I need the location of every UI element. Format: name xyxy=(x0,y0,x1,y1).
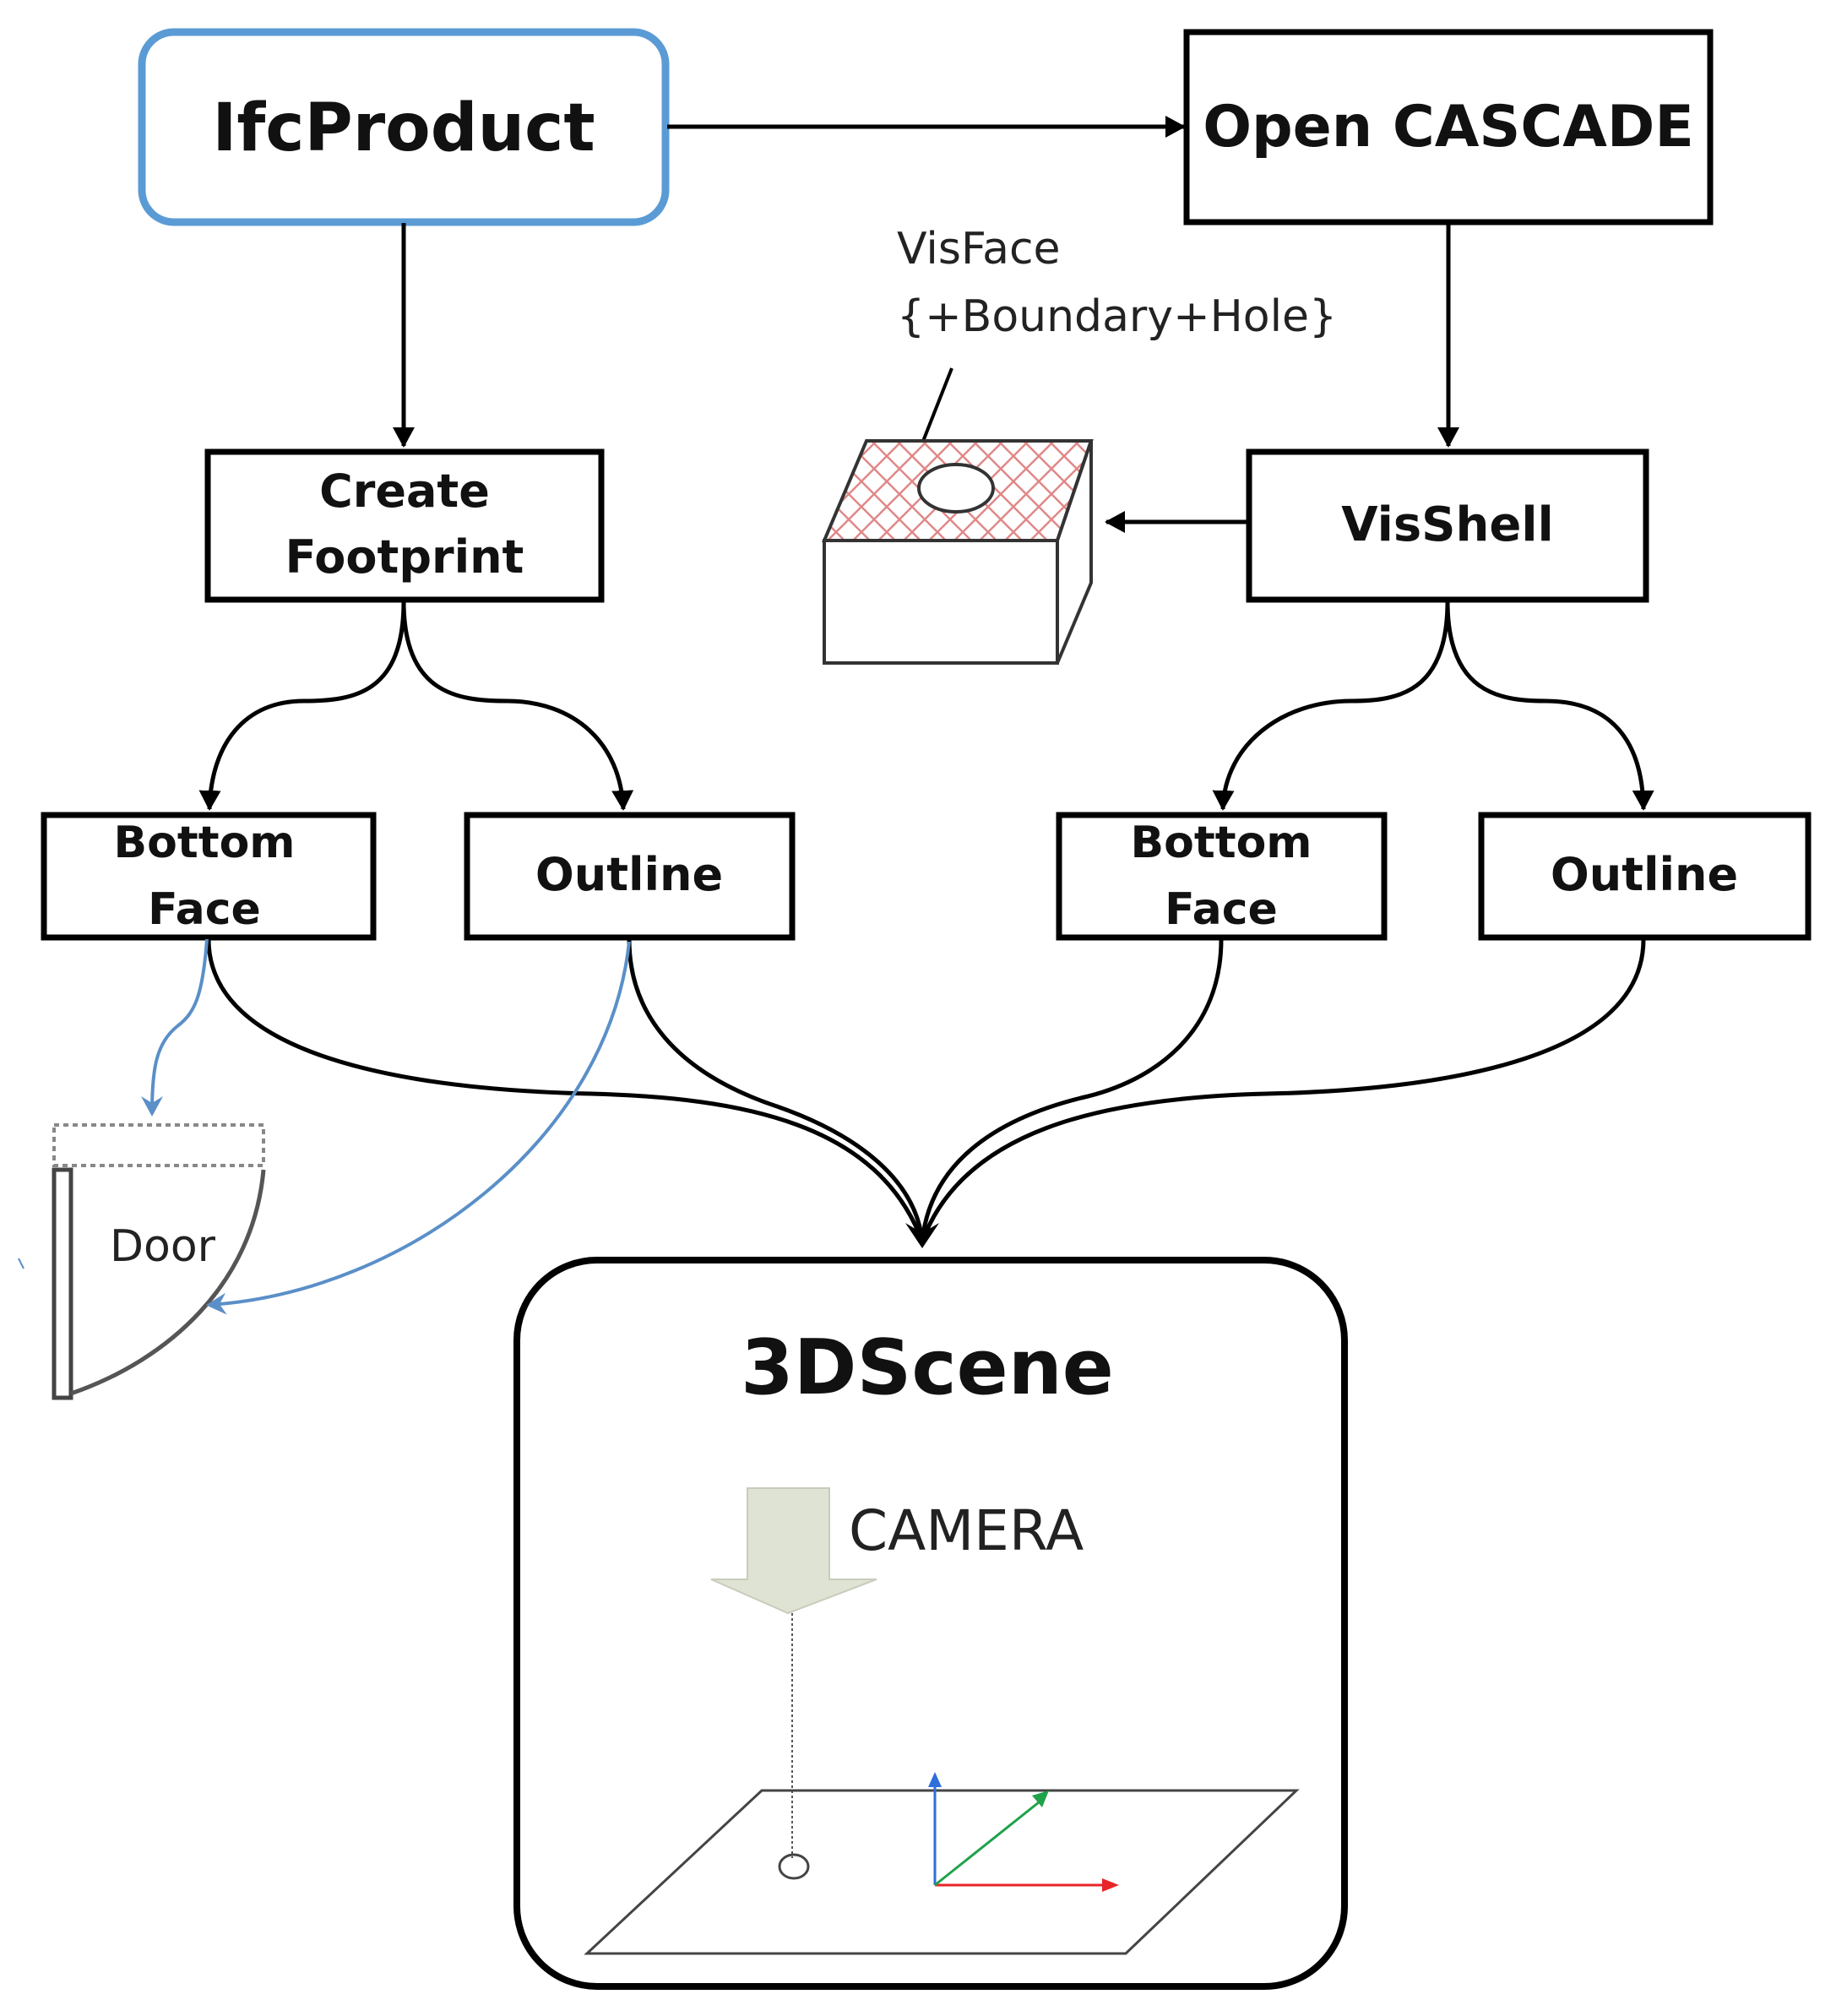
open-cascade-label: Open CASCADE xyxy=(1203,94,1694,160)
open-cascade-node: Open CASCADE xyxy=(1183,29,1714,226)
visface-pointer xyxy=(919,367,953,449)
visface-box-illustration xyxy=(821,439,1094,665)
ground-plane xyxy=(584,1789,1300,1955)
edge-outline-to-door xyxy=(206,941,631,1315)
bottom-face-left-line2: Face xyxy=(148,884,261,935)
bottom-face-left-line1: Bottom xyxy=(114,818,296,868)
bottom-face-left-node: Bottom Face xyxy=(41,812,377,941)
create-footprint-node: Create Footprint xyxy=(204,448,605,603)
bottom-face-right-node: Bottom Face xyxy=(1056,812,1388,941)
visshell-node: VisShell xyxy=(1246,448,1649,603)
visface-label-line2: {+Boundary+Hole} xyxy=(897,291,1337,342)
ifcproduct-node: IfcProduct xyxy=(138,28,670,226)
outline-left-label: Outline xyxy=(535,848,723,901)
bottom-face-right-line1: Bottom xyxy=(1131,818,1312,868)
bottom-face-right-line2: Face xyxy=(1165,884,1278,935)
camera-target-marker xyxy=(778,1853,810,1880)
ifcproduct-label: IfcProduct xyxy=(212,90,595,166)
edge-bottomface-left-to-scene xyxy=(206,938,925,1242)
scene-arrowhead xyxy=(905,1223,939,1248)
camera-label: CAMERA xyxy=(849,1498,1084,1563)
create-footprint-label-line1: Create xyxy=(319,465,490,518)
edge-outline-right-to-scene xyxy=(920,938,1646,1242)
edge-outline-left-to-scene xyxy=(627,938,925,1242)
edge-bottomface-to-door xyxy=(141,938,209,1117)
edge-bottomface-right-to-scene xyxy=(920,938,1224,1242)
door-illustration: Door xyxy=(52,1123,266,1400)
scene-label: 3DScene xyxy=(741,1323,1114,1412)
create-footprint-label-line2: Footprint xyxy=(285,530,524,584)
edge-visshell-to-outline xyxy=(1445,600,1654,811)
camera-arrow-icon xyxy=(710,1487,877,1615)
edge-visshell-to-bottomface xyxy=(1212,600,1450,811)
outline-right-label: Outline xyxy=(1551,848,1738,901)
outline-left-node: Outline xyxy=(464,812,796,941)
hole-shape xyxy=(917,463,995,514)
stray-mark xyxy=(18,1258,24,1269)
visshell-label: VisShell xyxy=(1341,497,1553,552)
edge-createfootprint-to-outline xyxy=(401,600,634,811)
scene-node: 3DScene CAMERA xyxy=(513,1257,1348,1990)
edge-createfootprint-to-bottomface xyxy=(198,600,406,811)
door-label: Door xyxy=(110,1221,216,1272)
visface-label-line1: VisFace xyxy=(897,224,1061,274)
axes-gizmo-icon xyxy=(928,1772,1119,1892)
outline-right-node: Outline xyxy=(1478,812,1812,941)
